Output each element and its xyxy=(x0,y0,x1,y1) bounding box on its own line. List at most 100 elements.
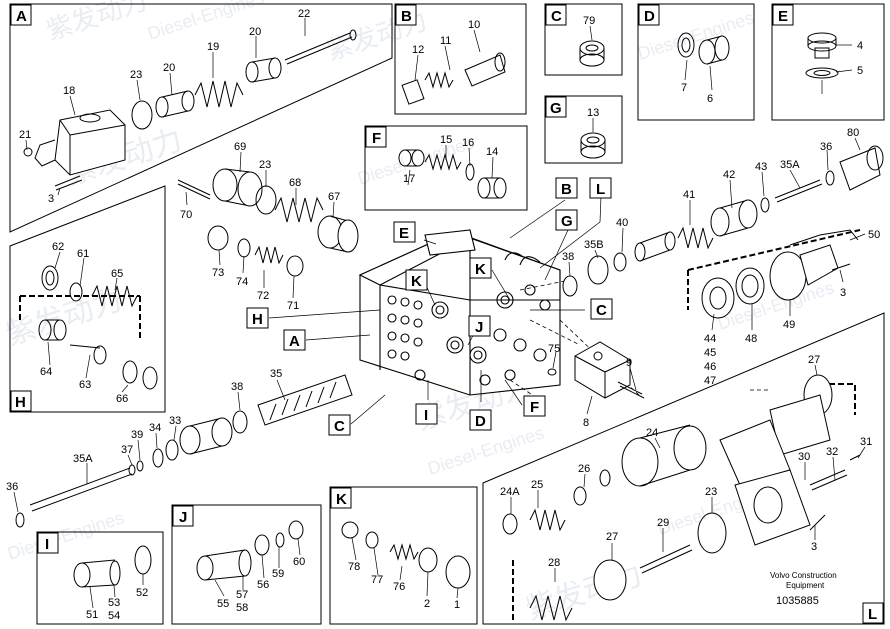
part-label: 50 xyxy=(868,229,880,241)
callout-labels: B L G E K K H A J C C I D F xyxy=(246,177,613,436)
inset-k-parts xyxy=(341,521,471,589)
part-label: 66 xyxy=(116,393,128,405)
sleeve-20-lower xyxy=(155,90,195,118)
callout-h: H xyxy=(252,311,263,328)
part-label: 13 xyxy=(587,107,599,119)
end-cover-8 xyxy=(547,341,645,399)
part-label: 70 xyxy=(180,209,192,221)
section-label-e: E xyxy=(778,8,788,25)
sleeve-20-upper xyxy=(245,57,282,83)
inset-frame-b xyxy=(394,3,527,115)
part-label: 52 xyxy=(136,587,148,599)
part-label: 65 xyxy=(111,268,123,280)
part-label: 8 xyxy=(583,417,589,429)
inset-frames xyxy=(9,3,885,625)
part-label: 27 xyxy=(606,531,618,543)
part-label: 35 xyxy=(270,368,282,380)
part-label: 75 xyxy=(548,343,560,355)
part-label: 23 xyxy=(259,159,271,171)
part-label: 47 xyxy=(704,375,716,387)
part-label: 3 xyxy=(811,541,817,553)
part-label: 40 xyxy=(616,217,628,229)
inset-i-parts xyxy=(73,545,152,588)
inset-frame-f xyxy=(364,125,528,211)
section-label-b: B xyxy=(401,8,412,25)
section-label-j: J xyxy=(179,509,187,526)
part-label: 20 xyxy=(163,62,175,74)
leader-lines xyxy=(13,18,866,609)
part-label: 26 xyxy=(578,463,590,475)
callout-g: G xyxy=(561,213,573,230)
o-ring-23 xyxy=(131,100,153,130)
part-label: 44 xyxy=(704,333,716,345)
rod-22 xyxy=(284,29,357,65)
part-label: 38 xyxy=(231,381,243,393)
part-label: 36 xyxy=(820,141,832,153)
callout-d: D xyxy=(475,413,486,430)
part-label: 23 xyxy=(705,486,717,498)
part-label: 27 xyxy=(808,354,820,366)
part-label: 14 xyxy=(486,146,498,158)
part-label: 39 xyxy=(131,429,143,441)
inset-frame-l xyxy=(482,312,885,625)
inset-d-parts xyxy=(677,32,730,65)
part-label: 35B xyxy=(584,239,604,251)
spring-19 xyxy=(194,80,244,108)
part-label: 7 xyxy=(681,82,687,94)
inset-e-parts xyxy=(805,32,839,79)
part-label: 72 xyxy=(257,290,269,302)
part-label: 59 xyxy=(272,568,284,580)
part-label: 77 xyxy=(371,574,383,586)
callout-i: I xyxy=(424,407,428,424)
part-label: 62 xyxy=(52,241,64,253)
part-label: 61 xyxy=(77,248,89,260)
section-label-f: F xyxy=(372,130,381,147)
part-label: 54 xyxy=(108,610,120,622)
callout-b: B xyxy=(561,181,572,198)
part-label: 25 xyxy=(531,479,543,491)
part-label: 48 xyxy=(745,333,757,345)
part-label: 10 xyxy=(468,19,480,31)
inset-frame-g xyxy=(544,95,623,164)
part-label: 45 xyxy=(704,347,716,359)
part-label: 16 xyxy=(462,137,474,149)
part-label: 49 xyxy=(783,319,795,331)
part-label: 29 xyxy=(657,517,669,529)
part-label: 3 xyxy=(48,193,54,205)
callout-k-right: K xyxy=(475,261,486,278)
part-label: 21 xyxy=(19,129,31,141)
brand-text-line2: Equipment xyxy=(786,581,825,590)
section-label-h: H xyxy=(15,394,26,411)
part-label: 31 xyxy=(860,436,872,448)
part-label: 64 xyxy=(40,366,52,378)
part-label: 55 xyxy=(217,598,229,610)
part-label: 23 xyxy=(130,69,142,81)
part-label: 22 xyxy=(298,8,310,20)
part-label: 2 xyxy=(424,598,430,610)
callout-c-right: C xyxy=(596,302,607,319)
part-label: 5 xyxy=(857,65,863,77)
part-label: 38 xyxy=(562,251,574,263)
part-label: 11 xyxy=(440,35,451,47)
pilot-valve-housing xyxy=(23,109,126,176)
part-label: 43 xyxy=(755,161,767,173)
part-label: 12 xyxy=(412,44,424,56)
part-label: 46 xyxy=(704,361,716,373)
part-label: 53 xyxy=(108,597,120,609)
part-label: 6 xyxy=(707,93,713,105)
part-label: 71 xyxy=(287,300,299,312)
part-label: 20 xyxy=(249,26,261,38)
brand-text: Volvo Construction xyxy=(770,571,837,580)
section-label-d: D xyxy=(644,8,655,25)
part-label: 35A xyxy=(780,159,800,171)
part-label: 74 xyxy=(236,276,248,288)
part-label: 42 xyxy=(723,169,735,181)
part-label: 35A xyxy=(73,453,93,465)
part-label: 56 xyxy=(257,579,269,591)
part-label: 32 xyxy=(826,446,838,458)
part-label: 79 xyxy=(583,15,595,27)
part-label: 33 xyxy=(169,415,181,427)
part-label: 4 xyxy=(857,40,863,52)
callout-l: L xyxy=(596,181,605,198)
